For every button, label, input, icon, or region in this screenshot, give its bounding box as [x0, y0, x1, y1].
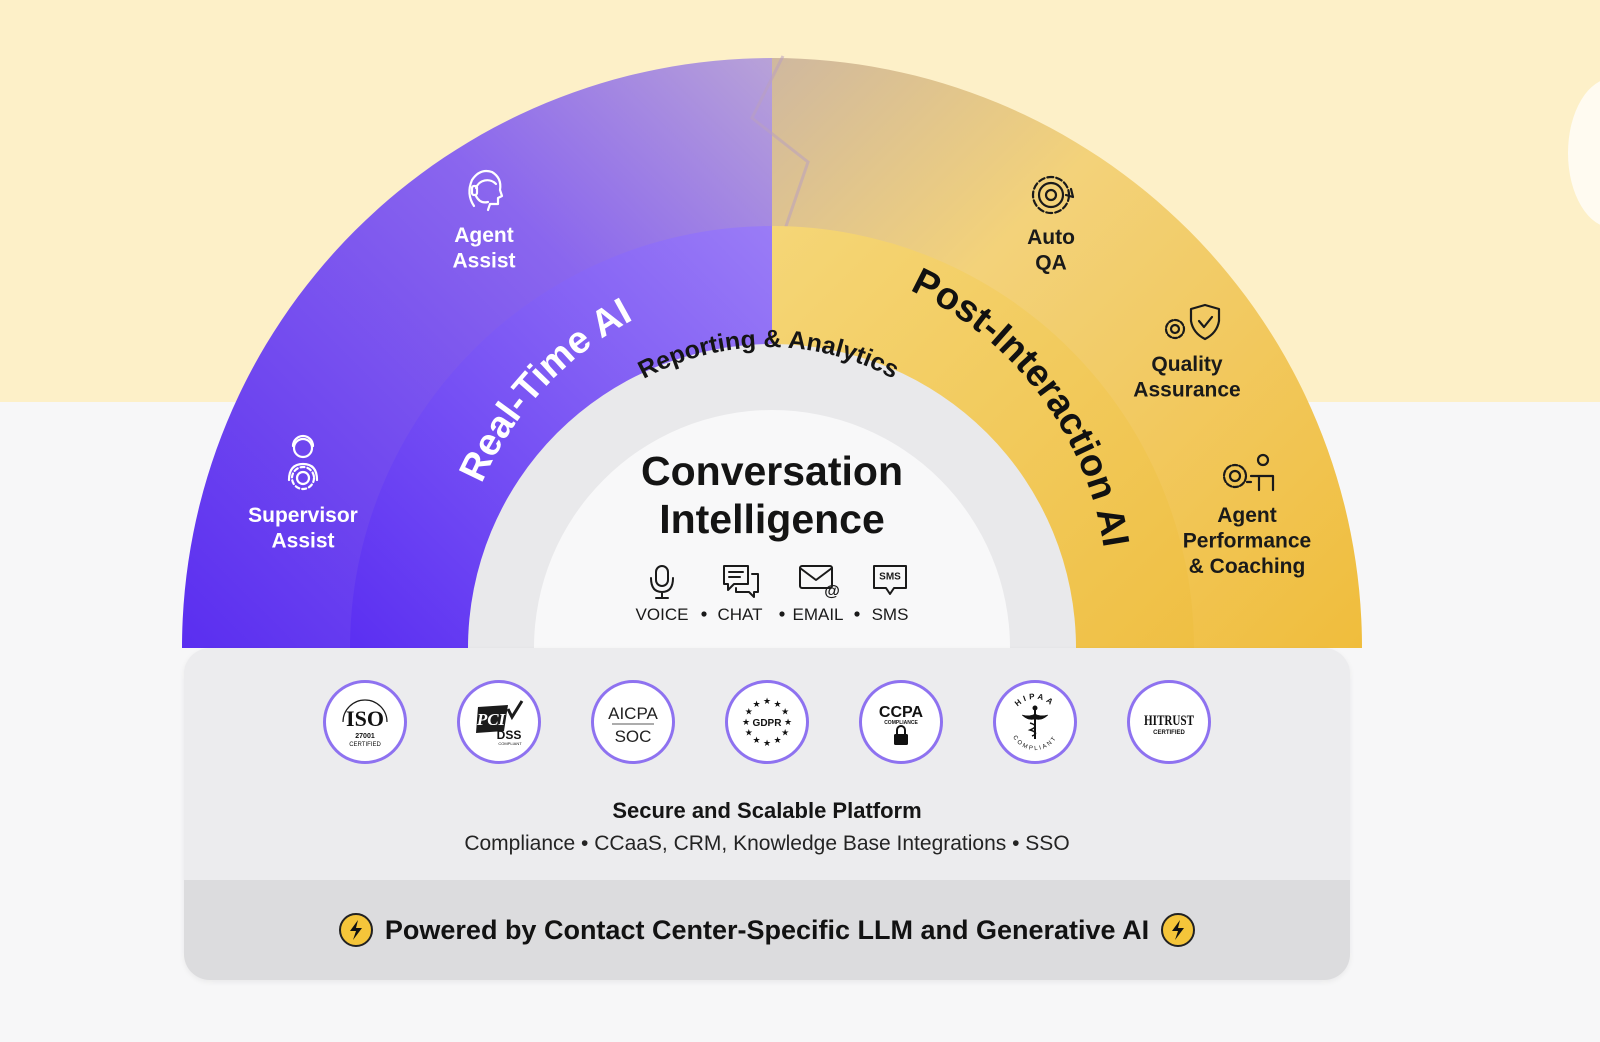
email-icon: @ [799, 565, 840, 600]
svg-text:@: @ [824, 583, 840, 600]
ccpa-compliance: COMPLIANCE [884, 720, 918, 726]
pci-compliant: COMPLIANT [498, 741, 522, 746]
aicpa-soc-badge: AICPA SOC [591, 680, 675, 764]
gear-shield-icon [1164, 303, 1221, 341]
sms-icon: SMS [873, 565, 907, 595]
outer-right-item-label-line: & Coaching [1189, 555, 1306, 578]
hitrust-certified: CERTIFIED [1153, 730, 1185, 736]
lightning-icon [338, 913, 373, 947]
channel-label: EMAIL [792, 605, 843, 624]
powered-by-text: Powered by Contact Center-Specific LLM a… [384, 914, 1150, 945]
gdpr-badge: GDPR ★★★★★★★★★★★★ [725, 680, 809, 764]
channel-separator-dot [779, 611, 785, 617]
iso-badge: ISO 27001 CERTIFIED [323, 680, 407, 764]
channel-label: VOICE [636, 605, 689, 624]
platform-title: Secure and Scalable Platform [612, 798, 922, 823]
gdpr-text: GDPR [753, 718, 783, 729]
center-title-line: Conversation [641, 448, 903, 494]
channel-label: SMS [872, 605, 909, 624]
microphone-icon [650, 565, 674, 599]
agent-headset-icon [468, 169, 504, 212]
chat-icon [723, 565, 759, 598]
outer-right-item-label-line: Quality [1151, 353, 1223, 376]
gdpr-star: ★ [773, 735, 781, 745]
svg-text:SMS: SMS [879, 572, 901, 583]
gdpr-star: ★ [742, 717, 750, 727]
platform-subtitle: Compliance • CCaaS, CRM, Knowledge Base … [464, 832, 1070, 855]
caduceus-icon [1021, 705, 1049, 739]
outer-left-item-label-line: Agent [454, 224, 514, 247]
compliance-badges: ISO 27001 CERTIFIED PCI DSS COMPLIANT AI… [184, 680, 1350, 764]
gear-person-icon [1222, 453, 1275, 492]
outer-right-item-label-line: Auto [1027, 226, 1075, 249]
outer-right-item-label-line: Agent [1217, 504, 1277, 527]
channel-separator-dot [701, 611, 707, 617]
outer-left-item-label-line: Assist [271, 530, 334, 553]
gdpr-star: ★ [763, 696, 771, 706]
center-title-line: Intelligence [659, 496, 885, 542]
aicpa-text: AICPA [608, 704, 658, 723]
outer-right-item-label-line: Assurance [1133, 379, 1240, 402]
hitrust-badge: HITRUST CERTIFIED [1127, 680, 1211, 764]
hipaa-badge: HIPAA COMPLIANT [993, 680, 1077, 764]
gdpr-star: ★ [763, 738, 771, 748]
platform-panel: ISO 27001 CERTIFIED PCI DSS COMPLIANT AI… [184, 648, 1350, 980]
gdpr-star: ★ [752, 699, 760, 709]
ccpa-badge: CCPA COMPLIANCE [859, 680, 943, 764]
iso-number: 27001 [355, 733, 375, 740]
iso-certified: CERTIFIED [349, 742, 381, 748]
gdpr-star: ★ [752, 735, 760, 745]
hitrust-text: HITRUST [1144, 713, 1194, 729]
gdpr-star: ★ [781, 707, 789, 717]
channel-label: CHAT [717, 605, 762, 624]
pci-dss-badge: PCI DSS COMPLIANT [457, 680, 541, 764]
dss-text: DSS [497, 728, 522, 742]
supervisor-icon [287, 434, 319, 491]
lightning-icon [1161, 913, 1196, 947]
powered-by-bar: Powered by Contact Center-Specific LLM a… [184, 880, 1350, 980]
iso-text: ISO [346, 706, 384, 731]
outer-left-item-label-line: Supervisor [248, 504, 358, 527]
channel-separator-dot [854, 611, 860, 617]
pci-text: PCI [476, 710, 507, 729]
gdpr-star: ★ [781, 728, 789, 738]
soc-text: SOC [615, 727, 652, 746]
arc-seam [750, 55, 810, 233]
gdpr-star: ★ [784, 717, 792, 727]
outer-right-item-label-line: QA [1035, 252, 1067, 275]
outer-right-item-label-line: Performance [1183, 530, 1311, 553]
lock-icon [894, 734, 908, 745]
gdpr-star: ★ [745, 728, 753, 738]
gdpr-star: ★ [745, 707, 753, 717]
gdpr-star: ★ [773, 699, 781, 709]
gear-cycle-icon [1031, 175, 1075, 215]
ccpa-text: CCPA [879, 704, 924, 721]
outer-left-item-label-line: Assist [452, 250, 515, 273]
